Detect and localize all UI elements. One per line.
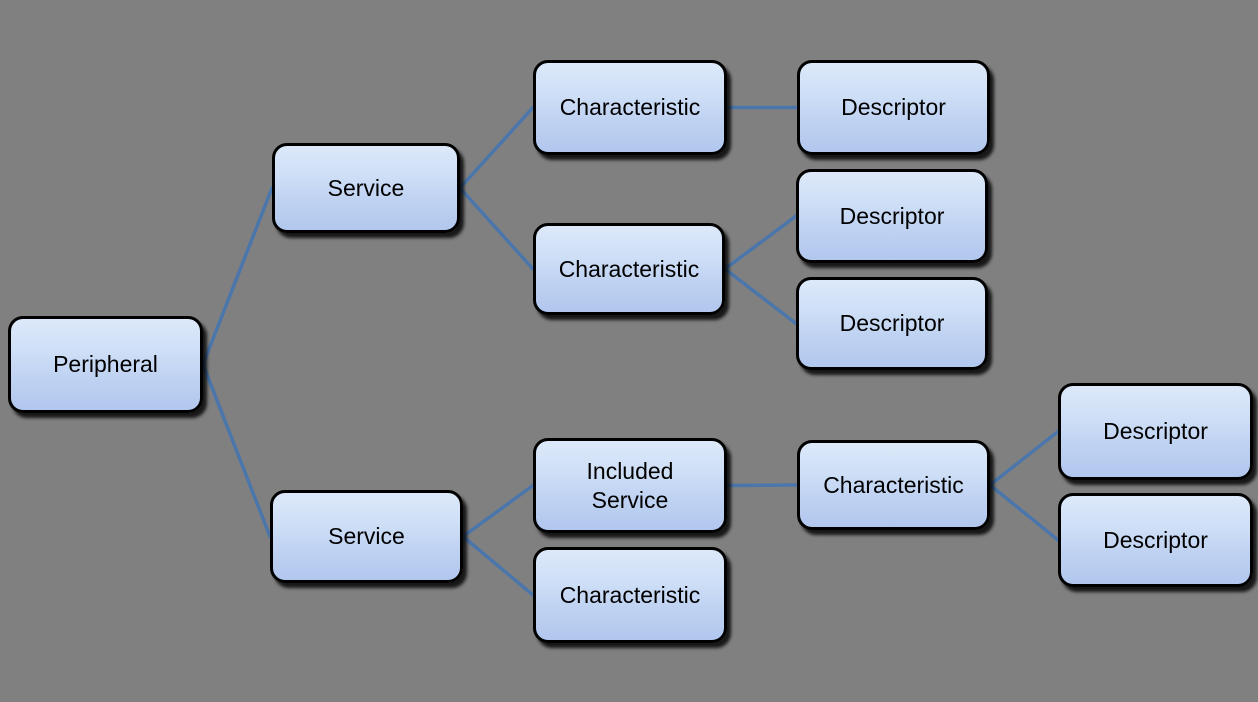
node-included-service-label: Service xyxy=(591,486,669,513)
node-descriptor-4-label: Descriptor xyxy=(1103,418,1208,445)
connector-service-1-to-characteristic-2 xyxy=(458,186,535,271)
node-characteristic-1-label: Characteristic xyxy=(559,94,701,121)
connector-characteristic-2-to-descriptor-2 xyxy=(723,214,798,271)
node-characteristic-4-label: Characteristic xyxy=(823,471,964,498)
node-included-service-label: Included xyxy=(586,458,674,485)
node-peripheral: Peripheral xyxy=(8,316,203,413)
node-characteristic-1: Characteristic xyxy=(533,60,727,155)
node-descriptor-3-label: Descriptor xyxy=(839,310,945,337)
node-characteristic-2: Characteristic xyxy=(533,223,725,315)
node-descriptor-1: Descriptor xyxy=(797,60,990,155)
node-descriptor-5-label: Descriptor xyxy=(1103,526,1208,553)
node-service-1-label: Service xyxy=(327,174,405,201)
node-service-2: Service xyxy=(270,490,463,583)
node-characteristic-3: Characteristic xyxy=(533,547,727,643)
node-descriptor-2-label: Descriptor xyxy=(839,202,945,229)
connector-service-2-to-characteristic-3 xyxy=(461,534,535,597)
node-service-2-label: Service xyxy=(328,523,405,550)
node-descriptor-1-label: Descriptor xyxy=(841,94,946,121)
connector-characteristic-4-to-descriptor-4 xyxy=(988,429,1060,487)
node-service-1: Service xyxy=(272,143,460,233)
node-peripheral-label: Peripheral xyxy=(53,351,158,378)
connector-service-1-to-characteristic-1 xyxy=(458,105,535,190)
connector-peripheral-to-service-1 xyxy=(201,186,274,367)
node-descriptor-2: Descriptor xyxy=(796,169,988,263)
node-descriptor-3: Descriptor xyxy=(796,277,988,370)
node-descriptor-4: Descriptor xyxy=(1058,383,1253,480)
node-characteristic-4: Characteristic xyxy=(797,440,990,530)
node-descriptor-5: Descriptor xyxy=(1058,493,1253,587)
connector-peripheral-to-service-2 xyxy=(201,362,272,539)
connector-characteristic-2-to-descriptor-3 xyxy=(723,267,798,326)
node-characteristic-3-label: Characteristic xyxy=(559,581,701,608)
connector-included-service-to-characteristic-4 xyxy=(725,483,799,488)
node-characteristic-2-label: Characteristic xyxy=(558,255,700,282)
connector-characteristic-4-to-descriptor-5 xyxy=(988,483,1060,542)
connector-service-2-to-included-service xyxy=(461,483,535,539)
